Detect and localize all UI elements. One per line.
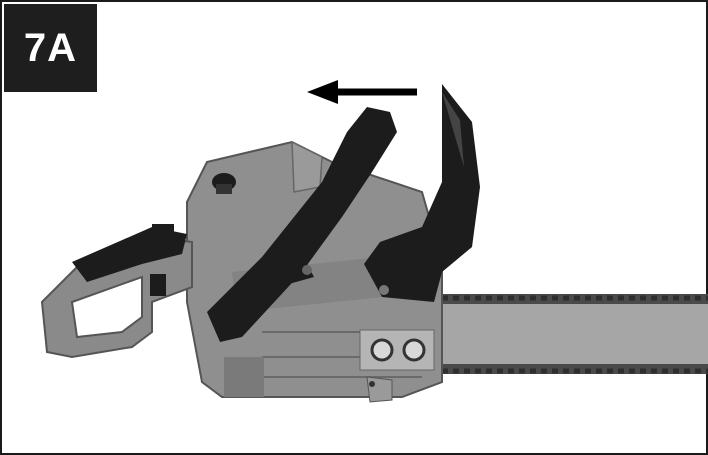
rear-handle: [40, 224, 193, 359]
front-handle: [207, 107, 397, 342]
guide-bar: [432, 294, 708, 374]
bar-nuts: [359, 329, 435, 371]
lower-housing-details: [366, 376, 393, 403]
direction-arrow-icon: [307, 80, 417, 104]
fuel-cap: [212, 173, 236, 194]
figure-label: 7A: [4, 4, 97, 92]
hand-guard: [364, 84, 480, 302]
